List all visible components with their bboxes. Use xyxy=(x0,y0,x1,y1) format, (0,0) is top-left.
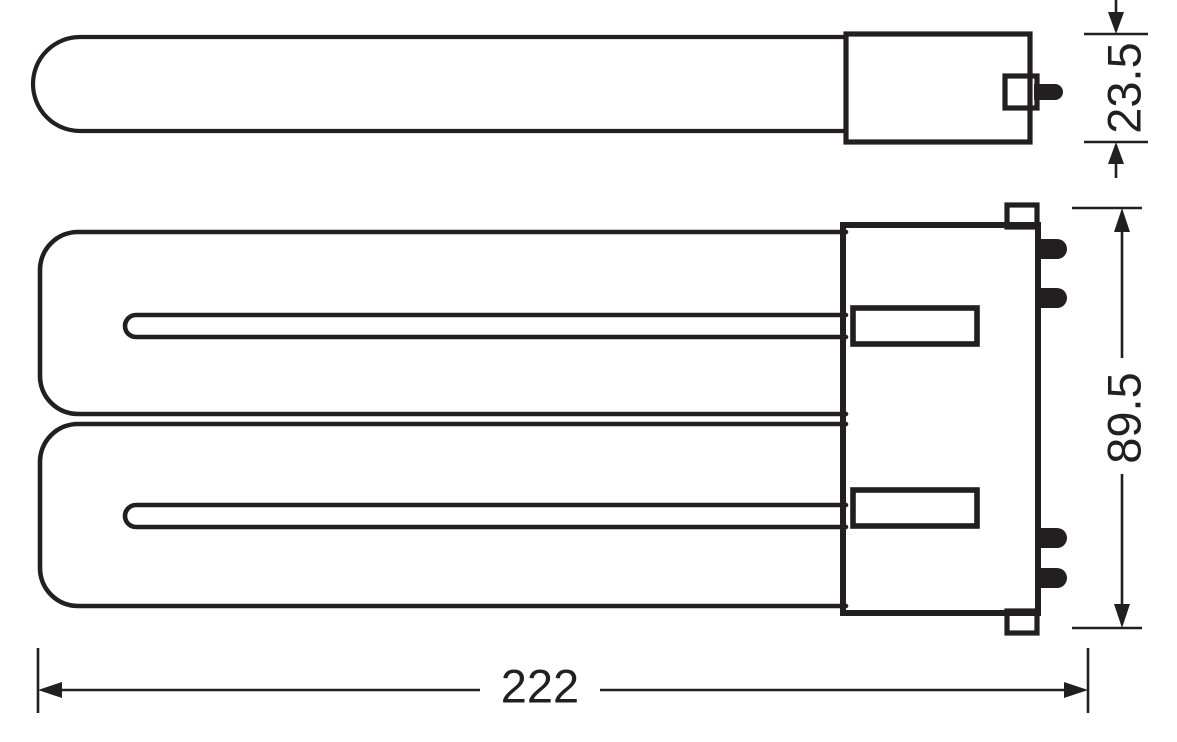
lower-base-pin-3 xyxy=(1038,528,1067,548)
dimension-89-5: 89.5 xyxy=(1072,206,1150,630)
lower-base-top-tab xyxy=(1004,202,1040,230)
lower-base-bottom-tab xyxy=(1004,608,1040,636)
lower-base-slot-upper xyxy=(850,305,980,347)
dimension-label-89-5: 89.5 xyxy=(1097,372,1150,463)
dimension-23-5: 23.5 xyxy=(1084,0,1150,178)
arrow-head-upper-top xyxy=(1108,12,1124,34)
lower-tube-bottom-inner-slot xyxy=(122,502,849,530)
lower-tube-top-inner-slot xyxy=(122,312,849,340)
dimension-label-23-5: 23.5 xyxy=(1097,42,1150,133)
upper-tube-outline xyxy=(30,34,849,134)
lower-base-pin-4 xyxy=(1038,568,1067,588)
lower-base-pin-1 xyxy=(1038,239,1067,259)
lower-tube-bottom-outline xyxy=(37,421,849,609)
upper-view-group xyxy=(30,31,1063,145)
arrow-head-upper-bottom xyxy=(1108,142,1124,164)
upper-base-body xyxy=(843,31,1033,145)
arrow-head-lower-bottom xyxy=(1114,604,1130,628)
upper-base-pin xyxy=(1034,84,1063,100)
lower-base-body xyxy=(840,222,1041,616)
dimension-222: 222 xyxy=(36,648,1090,713)
lower-base-slot-lower xyxy=(850,487,980,529)
lower-base-pin-2 xyxy=(1038,288,1067,308)
arrow-head-lower-top xyxy=(1114,208,1130,232)
lower-tube-top-outline xyxy=(37,229,849,417)
lower-view-group xyxy=(37,202,1067,636)
arrow-head-right xyxy=(1064,682,1088,698)
dimension-label-222: 222 xyxy=(501,659,579,712)
arrow-head-left xyxy=(38,682,62,698)
